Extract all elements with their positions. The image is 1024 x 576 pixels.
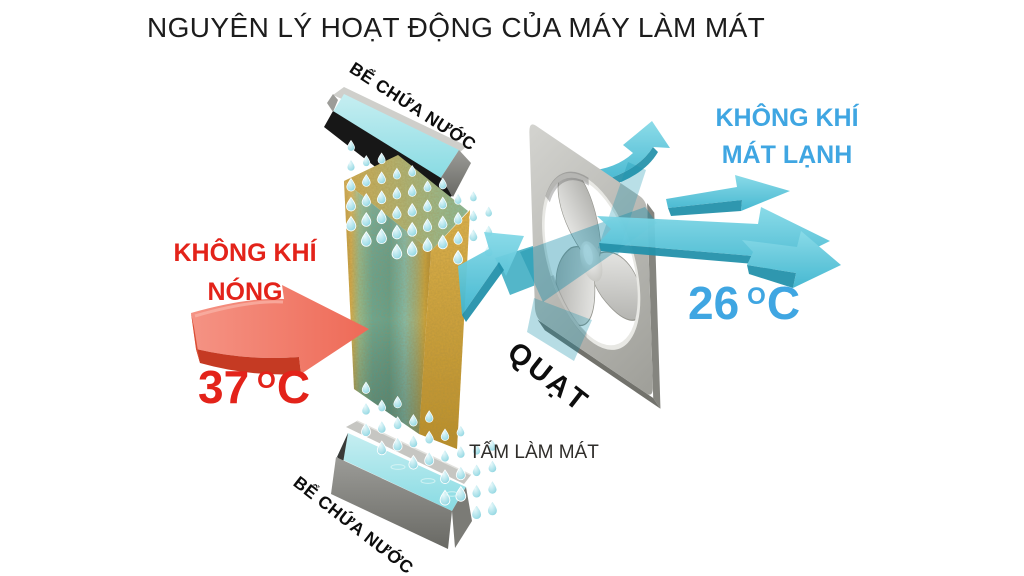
hot-temp-degree: O — [257, 367, 276, 394]
water-drop — [487, 480, 498, 495]
cool-air-arrow-to-fan — [458, 232, 524, 322]
hot-temp-value: 37 — [198, 361, 250, 413]
cold-temp-value: 26 — [688, 277, 740, 329]
cold-air-label-line1: KHÔNG KHÍ — [715, 104, 859, 132]
cold-air-arrow-up — [587, 121, 670, 188]
cold-temp-unit: C — [766, 277, 801, 329]
cooling-pad-label: TẤM LÀM MÁT — [469, 442, 599, 463]
hot-temperature: 37 OC — [198, 360, 310, 414]
water-drop — [469, 190, 478, 202]
water-drop — [471, 483, 482, 499]
cold-air-arrow-down-right — [742, 231, 841, 288]
fan — [529, 124, 661, 409]
water-drop — [456, 445, 466, 459]
water-drop — [469, 209, 478, 222]
fan-blades — [555, 168, 643, 327]
water-drop — [487, 500, 498, 517]
hot-air-label-line2: NÓNG — [207, 278, 283, 306]
water-drop — [377, 420, 387, 434]
hot-temp-unit: C — [276, 361, 311, 413]
bottom-water-tank — [331, 420, 472, 549]
hot-air-arrow — [191, 285, 369, 375]
water-drop — [484, 205, 493, 218]
cold-air-label-line2: MÁT LẠNH — [721, 141, 853, 169]
cold-air-arrows — [597, 175, 841, 288]
cold-air-label: KHÔNG KHÍ MÁT LẠNH — [697, 100, 877, 174]
water-drop — [454, 193, 463, 205]
cold-air-arrow-right-upper — [666, 175, 790, 216]
water-ripples — [390, 464, 459, 497]
hot-air-label-line1: KHÔNG KHÍ — [173, 239, 317, 267]
water-drop — [408, 434, 418, 449]
cold-temp-degree: O — [747, 283, 766, 310]
cold-temperature: 26 OC — [688, 276, 800, 330]
water-drop — [471, 504, 482, 520]
water-drop — [346, 159, 356, 172]
water-drop — [440, 449, 450, 463]
hot-air-label: KHÔNG KHÍ NÓNG — [156, 234, 334, 312]
water-drop — [468, 228, 479, 242]
water-drop — [361, 402, 371, 416]
diagram-title: NGUYÊN LÝ HOẠT ĐỘNG CỦA MÁY LÀM MÁT — [147, 12, 766, 43]
water-drop — [472, 463, 482, 477]
